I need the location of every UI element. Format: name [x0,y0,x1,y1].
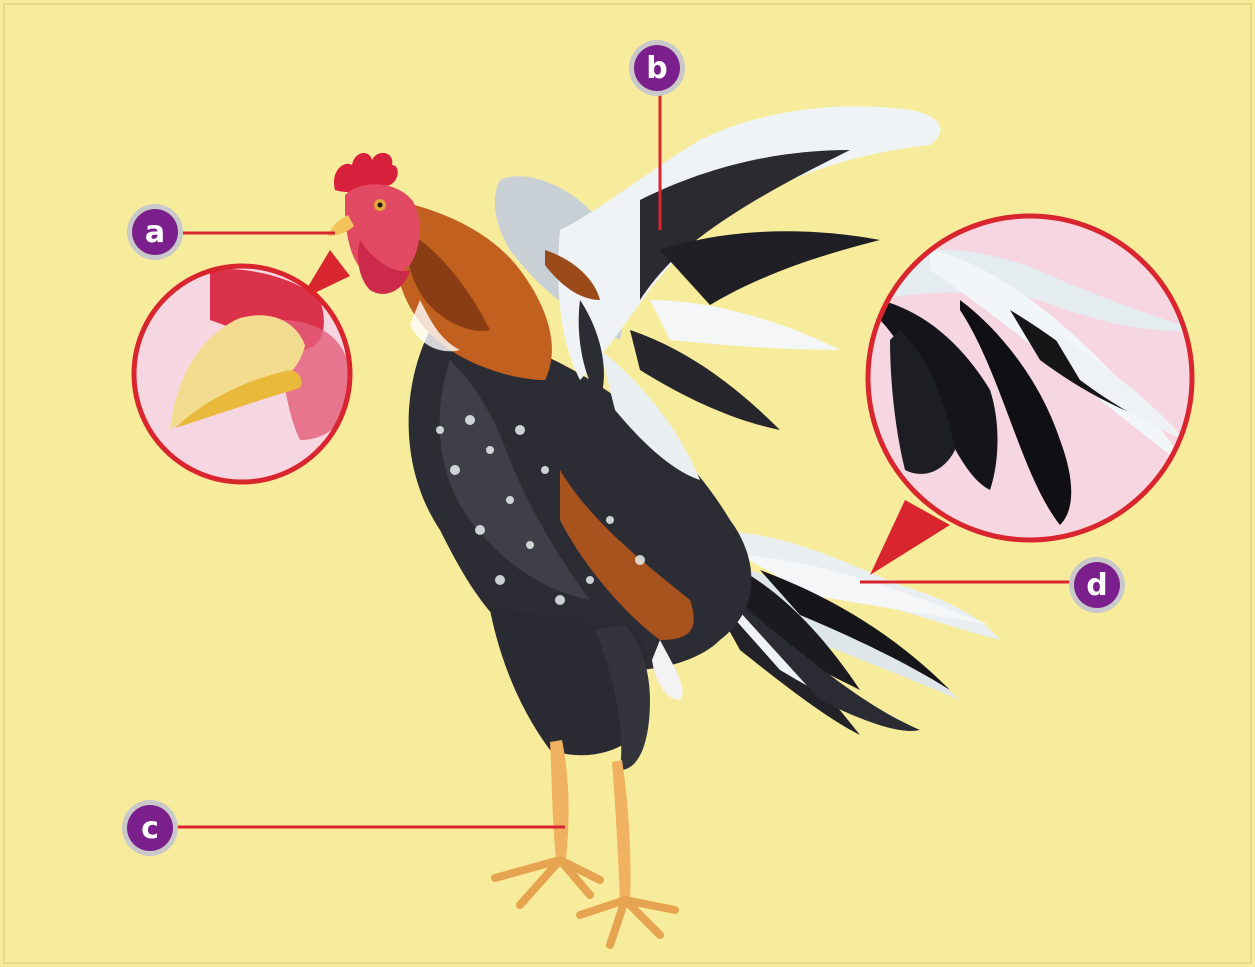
label-c-text: c [141,811,159,846]
label-c: c [122,800,178,856]
label-a: a [127,204,183,260]
label-b: b [629,40,685,96]
label-a-text: a [145,215,165,250]
label-b-text: b [646,51,667,86]
label-d-text: d [1086,568,1107,603]
label-d: d [1069,557,1125,613]
